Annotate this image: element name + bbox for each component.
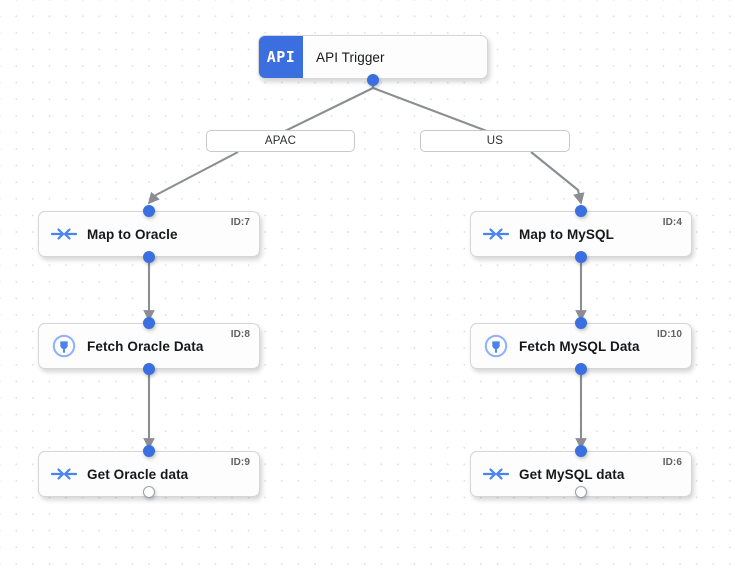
node-api-trigger[interactable]: API API Trigger xyxy=(258,35,488,79)
handle-input-fetch-mysql-data[interactable] xyxy=(575,317,587,329)
handle-input-map-to-mysql[interactable] xyxy=(575,205,587,217)
edge-apac-to-map-oracle xyxy=(147,151,239,205)
handle-trigger-output[interactable] xyxy=(367,74,379,86)
edge-us-to-map-mysql xyxy=(530,151,585,205)
edge-trigger-to-apac xyxy=(280,83,375,134)
handle-output-get-oracle-data[interactable] xyxy=(143,486,155,498)
node-map-to-mysql[interactable]: Map to MySQL ID:4 xyxy=(470,211,692,257)
branch-label-text: APAC xyxy=(264,135,297,147)
edge-trigger-to-us xyxy=(371,83,493,134)
handle-output-fetch-mysql-data[interactable] xyxy=(575,363,587,375)
handle-output-fetch-oracle-data[interactable] xyxy=(143,363,155,375)
node-id-label: ID:10 xyxy=(657,329,682,340)
node-title: Map to Oracle xyxy=(87,226,178,242)
api-badge-text: API xyxy=(266,48,296,66)
node-title: Fetch Oracle Data xyxy=(87,338,204,354)
handle-output-get-mysql-data[interactable] xyxy=(575,486,587,498)
node-title: Map to MySQL xyxy=(519,226,614,242)
database-plug-icon xyxy=(475,334,517,358)
node-id-label: ID:6 xyxy=(662,457,682,468)
node-title: Get MySQL data xyxy=(519,466,625,482)
handle-output-map-to-oracle[interactable] xyxy=(143,251,155,263)
arrows-merge-icon xyxy=(475,224,517,244)
node-get-oracle-data[interactable]: Get Oracle data ID:9 xyxy=(38,451,260,497)
node-id-label: ID:4 xyxy=(662,217,682,228)
api-badge-icon: API xyxy=(259,36,303,78)
handle-output-map-to-mysql[interactable] xyxy=(575,251,587,263)
node-id-label: ID:9 xyxy=(230,457,250,468)
handle-input-fetch-oracle-data[interactable] xyxy=(143,317,155,329)
branch-label-us[interactable]: US xyxy=(420,130,570,152)
node-fetch-mysql-data[interactable]: Fetch MySQL Data ID:10 xyxy=(470,323,692,369)
arrows-merge-icon xyxy=(475,464,517,484)
arrows-merge-icon xyxy=(43,464,85,484)
arrows-merge-icon xyxy=(43,224,85,244)
database-plug-icon xyxy=(43,334,85,358)
handle-input-get-oracle-data[interactable] xyxy=(143,445,155,457)
node-id-label: ID:7 xyxy=(230,217,250,228)
branch-label-text: US xyxy=(486,135,504,147)
node-title: Fetch MySQL Data xyxy=(519,338,640,354)
node-title: Get Oracle data xyxy=(87,466,189,482)
node-id-label: ID:8 xyxy=(230,329,250,340)
branch-label-apac[interactable]: APAC xyxy=(206,130,355,152)
node-title: API Trigger xyxy=(316,49,385,65)
handle-input-get-mysql-data[interactable] xyxy=(575,445,587,457)
handle-input-map-to-oracle[interactable] xyxy=(143,205,155,217)
